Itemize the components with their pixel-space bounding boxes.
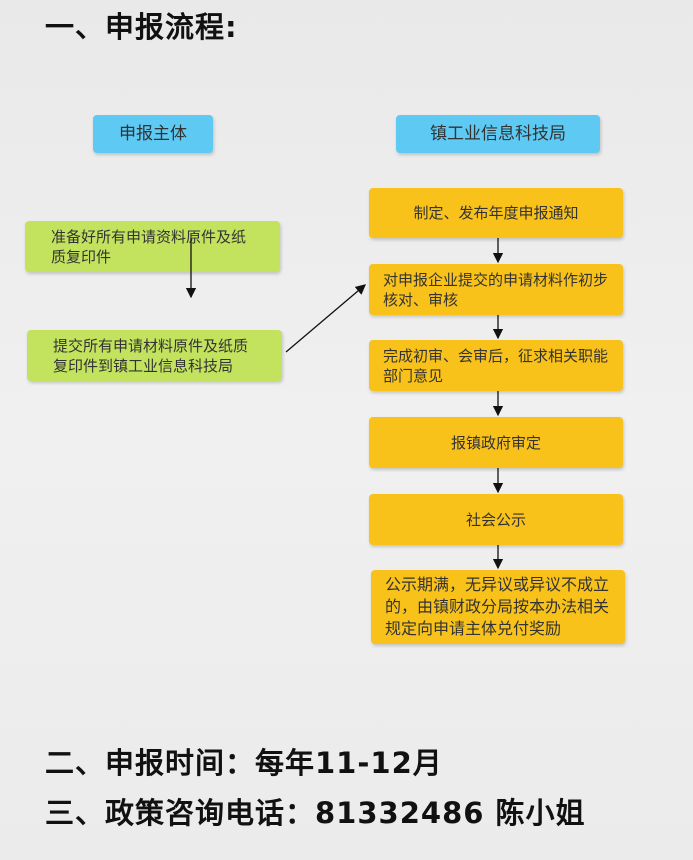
bureau-step-4: 报镇政府审定 [369,417,623,468]
bureau-step-1: 制定、发布年度申报通知 [369,188,623,238]
applicant-step-2: 提交所有申请材料原件及纸质复印件到镇工业信息科技局 [27,330,282,381]
bureau-step-2: 对申报企业提交的申请材料作初步核对、审核 [369,264,623,315]
section-1-title: 一、申报流程: [45,10,238,44]
applicant-step-1: 准备好所有申请资料原件及纸质复印件 [25,221,280,272]
bureau-step-3: 完成初审、会审后，征求相关职能部门意见 [369,340,623,391]
arrow-applicant-to-bureau [285,284,366,353]
section-2-application-time: 二、申报时间：每年11-12月 [45,746,443,780]
lane-header-applicant: 申报主体 [93,115,213,153]
bureau-step-5: 社会公示 [369,494,623,545]
bureau-step-6: 公示期满，无异议或异议不成立的，由镇财政分局按本办法相关规定向申请主体兑付奖励 [371,570,625,644]
section-3-contact-phone: 三、政策咨询电话：81332486 陈小姐 [45,796,586,830]
lane-header-bureau: 镇工业信息科技局 [396,115,600,153]
